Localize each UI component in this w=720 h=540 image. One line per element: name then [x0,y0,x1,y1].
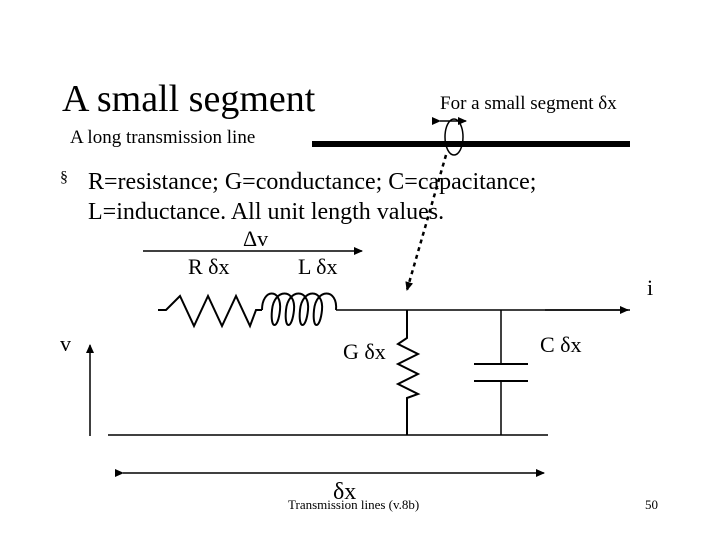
conductance-g-dx [395,310,421,435]
inductor-label: L δx [298,254,338,279]
capacitor-label: C δx [540,332,582,357]
footer-text: Transmission lines (v.8b) [288,497,420,512]
inductor-l-dx [261,292,338,326]
bullet-marker: § [60,169,68,186]
delta-v-label: Δv [243,226,269,251]
bullet-text-line1: R=resistance; G=conductance; C=capacitan… [88,169,537,195]
slide-title: A small segment [62,78,316,120]
segment-subtitle: For a small segment δx [440,93,617,114]
resistor-label: R δx [188,254,230,279]
page-number: 50 [645,497,658,512]
voltage-label: v [60,331,71,356]
conductance-label: G δx [343,339,386,364]
long-line-label: A long transmission line [70,127,256,148]
resistor-r-dx [158,293,262,329]
segment-highlight-ellipse [444,118,464,156]
current-label: i [647,275,654,300]
bullet-text-line2: L=inductance. All unit length values. [88,199,445,225]
delta-x-label: δx [333,479,357,505]
